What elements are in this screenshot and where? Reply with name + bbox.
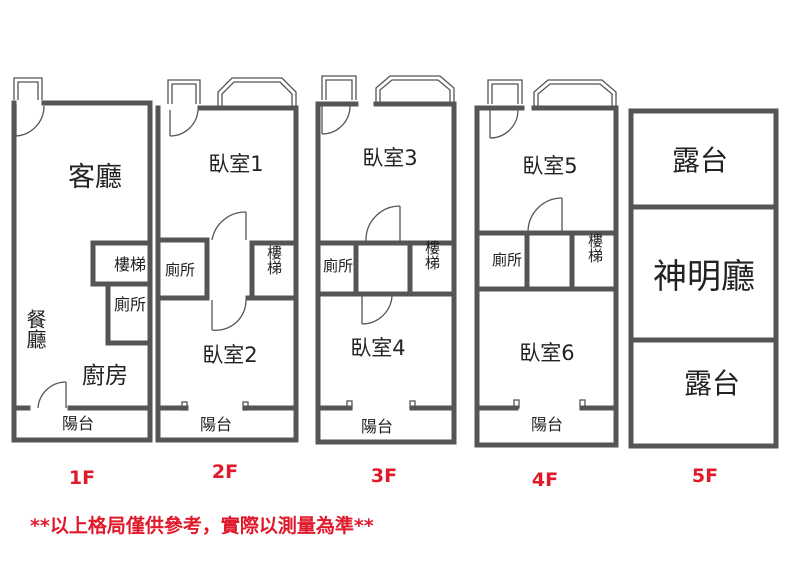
floor-4-plan: 臥室5 廁所 樓梯 臥室6 陽台 xyxy=(474,79,619,448)
bedroom-6-label: 臥室6 xyxy=(519,341,574,365)
bedroom-4-label: 臥室4 xyxy=(350,336,405,360)
floor-3-balcony-label: 陽台 xyxy=(361,417,393,436)
floor-3-plan: 臥室3 廁所 樓梯 臥室4 陽台 xyxy=(315,75,457,445)
disclaimer-note: **以上格局僅供參考，實際以測量為準** xyxy=(30,514,374,537)
shrine-hall-label: 神明廳 xyxy=(653,257,755,297)
bedroom-3-label: 臥室3 xyxy=(362,146,417,170)
floor-2-label: 2F xyxy=(212,461,238,483)
bedroom-2-label: 臥室2 xyxy=(202,343,257,367)
floor-1-outer-wall xyxy=(11,100,153,443)
floor-3-stairs-label: 樓梯 xyxy=(423,240,441,270)
floor-4-stairs-label: 樓梯 xyxy=(586,233,604,263)
terrace-bottom-label: 露台 xyxy=(684,367,740,400)
floor-4-balcony-label: 陽台 xyxy=(531,415,563,434)
floor-4-toilet-label: 廁所 xyxy=(492,251,522,269)
floor-1-stairs-label: 樓梯 xyxy=(114,255,146,274)
kitchen-label: 廚房 xyxy=(82,363,128,389)
floor-4-label: 4F xyxy=(532,469,558,491)
floor-5-label: 5F xyxy=(692,465,718,487)
floor-1-plan: 客廳 樓梯 廁所 餐廳 廚房 陽台 xyxy=(11,77,153,443)
floor-1-label: 1F xyxy=(69,467,95,489)
living-room-label: 客廳 xyxy=(68,162,122,193)
floor-1-toilet-label: 廁所 xyxy=(114,295,146,314)
floor-5-plan: 露台 神明廳 露台 xyxy=(628,108,779,449)
floor-1-balcony-label: 陽台 xyxy=(62,414,94,433)
bedroom-5-label: 臥室5 xyxy=(522,154,577,178)
floor-3-label: 3F xyxy=(371,465,397,487)
floor-2-plan: 臥室1 廁所 樓梯 臥室2 陽台 xyxy=(155,77,299,443)
floor-2-toilet-label: 廁所 xyxy=(165,261,195,279)
floor-5-outer-wall xyxy=(628,108,779,449)
floor-2-balcony-label: 陽台 xyxy=(200,415,232,434)
bedroom-1-label: 臥室1 xyxy=(208,152,263,176)
terrace-top-label: 露台 xyxy=(672,144,728,177)
floor-3-toilet-label: 廁所 xyxy=(323,257,353,275)
floor-2-stairs-label: 樓梯 xyxy=(265,245,283,275)
dining-room-label: 餐廳 xyxy=(23,309,47,349)
